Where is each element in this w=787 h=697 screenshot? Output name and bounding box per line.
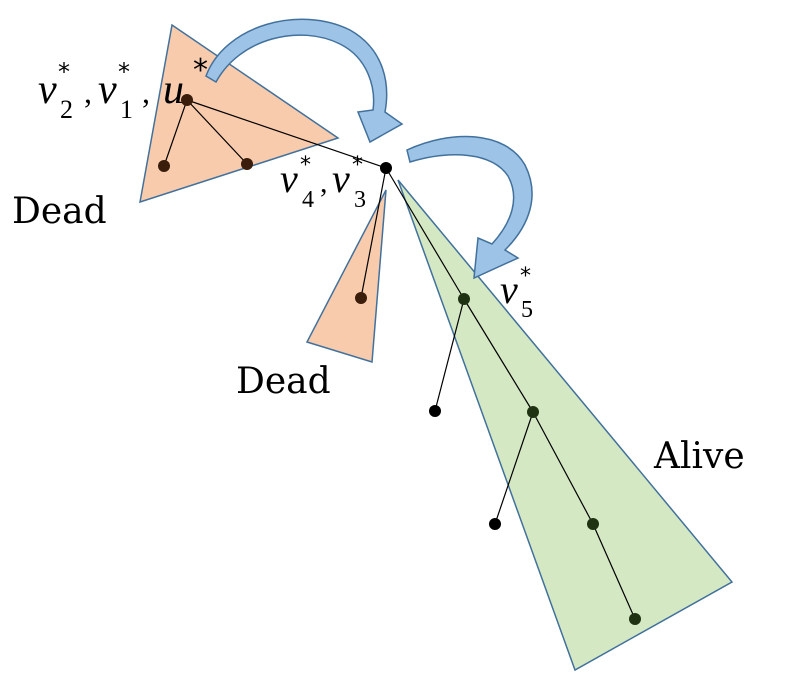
svg-text:,: , <box>142 74 150 110</box>
svg-text:*: * <box>118 58 130 86</box>
svg-text:,: , <box>320 166 328 199</box>
svg-text:4: 4 <box>302 187 314 213</box>
svg-text:v: v <box>500 267 518 312</box>
curved-arrow-middle <box>406 135 533 280</box>
dead-label-middle: Dead <box>236 361 331 402</box>
dead-region-top <box>139 23 340 204</box>
alive-region <box>397 179 734 672</box>
node-alive-3 <box>629 613 641 625</box>
node-alive-2 <box>587 518 599 530</box>
alive-label: Alive <box>653 436 745 477</box>
label-v5: v * 5 <box>500 264 533 323</box>
node-outside-2 <box>489 518 501 530</box>
svg-text:,: , <box>84 74 92 110</box>
svg-text:*: * <box>520 264 531 289</box>
dead-region-middle <box>305 189 387 363</box>
node-v3-star <box>380 162 392 174</box>
label-v4-v3: v * 4 , v * 3 <box>280 153 366 213</box>
tree-edges <box>163 99 636 620</box>
dead-label-top: Dead <box>12 191 107 232</box>
svg-text:v: v <box>332 156 350 201</box>
node-outside-1 <box>429 405 441 417</box>
node-v5-star <box>458 293 470 305</box>
svg-text:*: * <box>300 153 311 178</box>
curved-arrow-top <box>205 18 404 144</box>
node-dead-middle <box>355 292 367 304</box>
svg-text:*: * <box>352 153 363 178</box>
node-alive-1 <box>527 406 539 418</box>
svg-text:*: * <box>58 58 70 86</box>
svg-text:1: 1 <box>120 95 133 124</box>
svg-text:*: * <box>193 53 208 88</box>
node-dead-right <box>241 158 253 170</box>
svg-text:v: v <box>38 67 57 113</box>
svg-text:v: v <box>280 156 298 201</box>
svg-text:2: 2 <box>60 95 73 124</box>
svg-text:3: 3 <box>354 187 366 213</box>
svg-text:v: v <box>98 67 117 113</box>
svg-text:u: u <box>163 67 184 113</box>
svg-text:5: 5 <box>521 297 533 323</box>
node-u-star <box>181 94 193 106</box>
node-dead-left <box>158 160 170 172</box>
label-v2-v1-u: v * 2 , v * 1 , u * <box>38 53 208 124</box>
